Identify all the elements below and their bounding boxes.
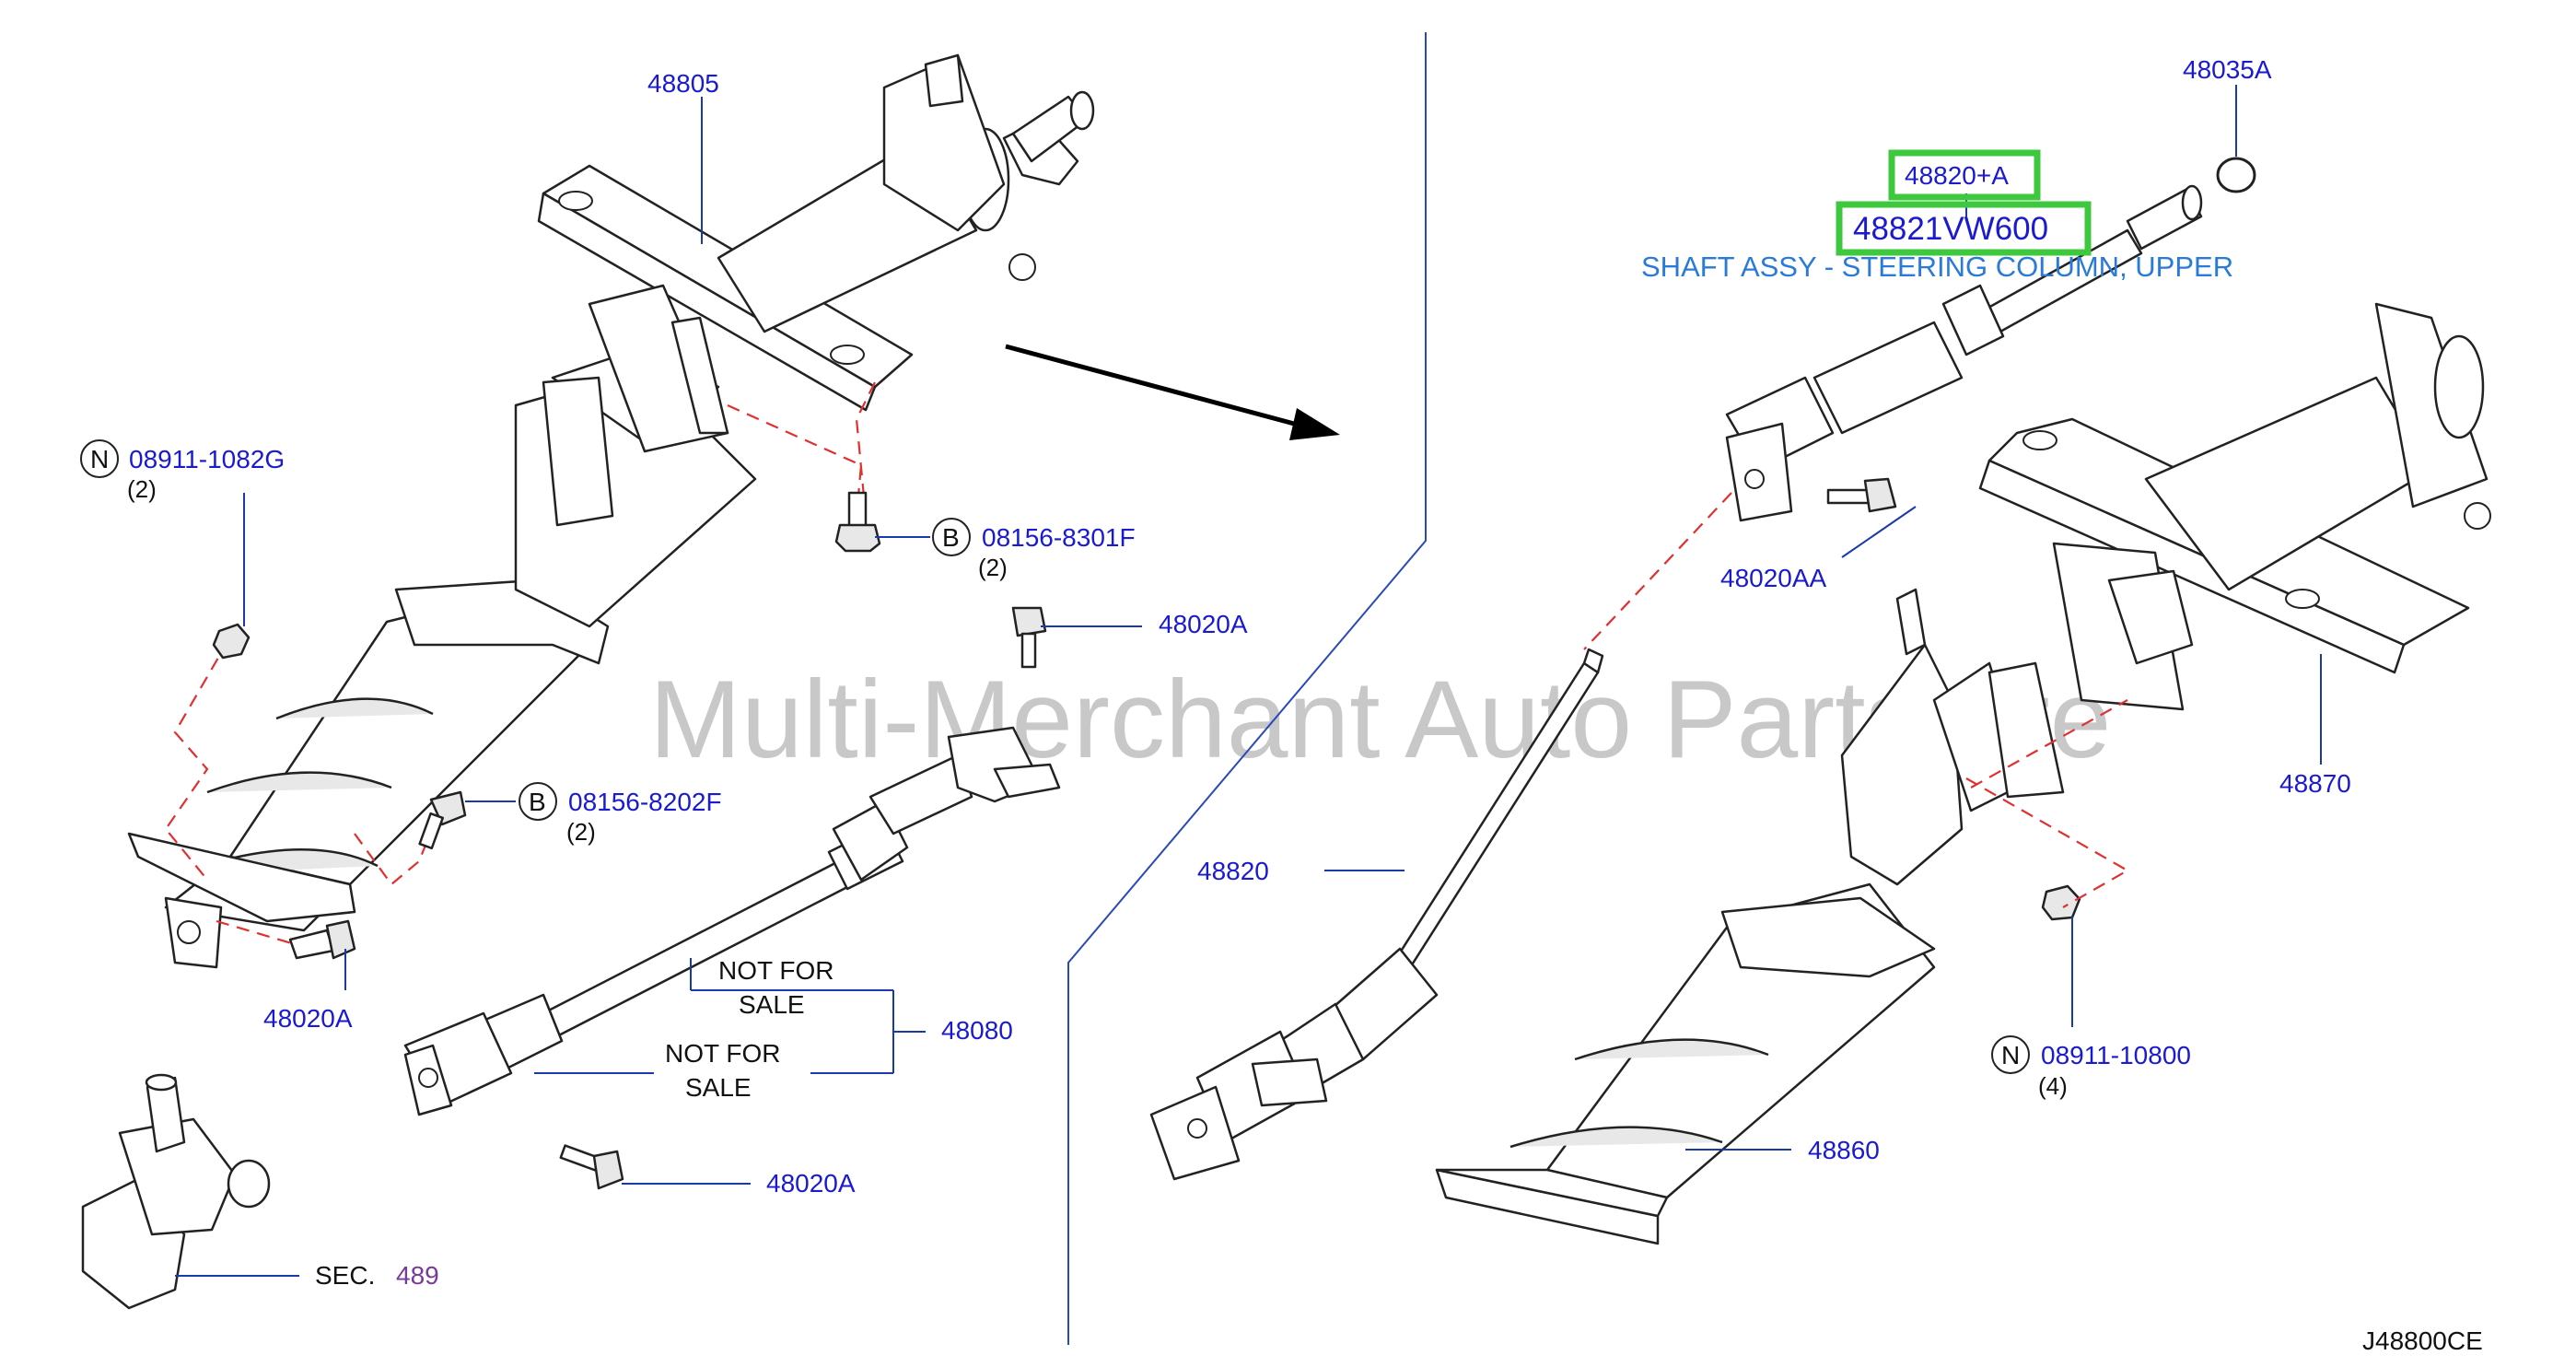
callout-circle-b2 — [519, 782, 557, 821]
not-for-sale-2-line2: SALE — [685, 1073, 752, 1102]
guide-line-bracket — [727, 403, 863, 517]
direction-arrow — [1005, 344, 1340, 440]
label-48860[interactable]: 48860 — [1808, 1136, 1880, 1164]
steering-column-assembly-left — [127, 53, 1095, 969]
upper-shaft-48821 — [1725, 184, 2203, 522]
label-sec: SEC. — [315, 1261, 375, 1290]
leader-lines — [175, 85, 2322, 1277]
diagram-code: J48800CE — [2362, 1326, 2483, 1355]
not-for-sale-1-line2: SALE — [739, 990, 805, 1019]
bolt-48020aa — [1826, 477, 1897, 513]
bolt-08156-8301f — [834, 491, 881, 553]
highlight-box-48821vw600 — [1836, 201, 2092, 256]
label-08156-8301f[interactable]: 08156-8301F — [982, 523, 1136, 552]
steering-column-48870 — [1978, 302, 2491, 711]
callout-letter-n2: N — [2001, 1041, 2020, 1069]
label-48821vw600[interactable]: 48821VW600 — [1853, 211, 2048, 247]
label-08156-8202f[interactable]: 08156-8202F — [568, 788, 722, 816]
bolt-48020a-bottom — [559, 1144, 624, 1190]
label-48020aa[interactable]: 48020AA — [1720, 564, 1827, 592]
label-08911-1082g[interactable]: 08911-1082G — [129, 445, 285, 473]
qty-08156-8301f: (2) — [978, 554, 1008, 581]
guide-line-b2 — [354, 814, 439, 886]
lower-shaft-48820 — [1149, 648, 1604, 1181]
qty-08911-1082g: (2) — [127, 475, 157, 503]
nut-08911-1082g — [212, 623, 251, 660]
label-48020a-bottom[interactable]: 48020A — [766, 1169, 856, 1198]
guide-line-flange — [216, 919, 296, 946]
callout-circle-b1 — [932, 518, 971, 556]
label-48805: 48805 — [647, 69, 719, 98]
not-for-sale-2-line1: NOT FOR — [665, 1039, 780, 1068]
intermediate-shaft-48080 — [403, 726, 1061, 1116]
bolt-48020a-left — [288, 919, 356, 960]
guide-line-nut — [164, 639, 229, 881]
o-ring-48035a — [2216, 157, 2256, 193]
view-divider — [1067, 32, 1427, 1345]
label-48035a: 48035A — [2183, 55, 2272, 84]
nut-08911-10800 — [2041, 884, 2081, 921]
label-08911-10800[interactable]: 08911-10800 — [2041, 1041, 2191, 1069]
label-48080[interactable]: 48080 — [941, 1016, 1013, 1045]
callout-letter-b1: B — [942, 523, 960, 552]
steering-column-jacket-48860 — [1435, 588, 2065, 1245]
not-for-sale-1-line1: NOT FOR — [718, 956, 833, 985]
guide-line-upper-shaft — [1583, 492, 1732, 650]
highlight-box-48820a — [1888, 149, 2041, 201]
label-48870[interactable]: 48870 — [2279, 769, 2351, 798]
guide-line-bolt-b1 — [855, 381, 876, 517]
steering-lock-sec-489 — [81, 1073, 271, 1310]
callout-letter-b2: B — [529, 788, 546, 816]
label-48820-a[interactable]: 48820+A — [1905, 161, 2009, 190]
callout-circle-n — [80, 439, 119, 478]
label-48820[interactable]: 48820 — [1197, 857, 1269, 885]
callout-circle-n2 — [1991, 1035, 2030, 1074]
bolt-08156-8202f — [418, 790, 467, 850]
qty-08156-8202f: (2) — [566, 818, 596, 846]
label-sec-489[interactable]: 489 — [396, 1261, 439, 1290]
label-48020a-top[interactable]: 48020A — [1159, 610, 1248, 638]
bolt-48020a-top — [1011, 606, 1047, 669]
guide-line-bracket-right — [1970, 699, 2128, 789]
label-48020a-left[interactable]: 48020A — [263, 1004, 353, 1033]
guide-line-nut-right — [1965, 777, 2130, 908]
part-description: SHAFT ASSY - STEERING COLUMN, UPPER — [1641, 251, 2233, 283]
callout-letter-n: N — [90, 445, 109, 473]
qty-08911-10800: (4) — [2038, 1072, 2068, 1100]
